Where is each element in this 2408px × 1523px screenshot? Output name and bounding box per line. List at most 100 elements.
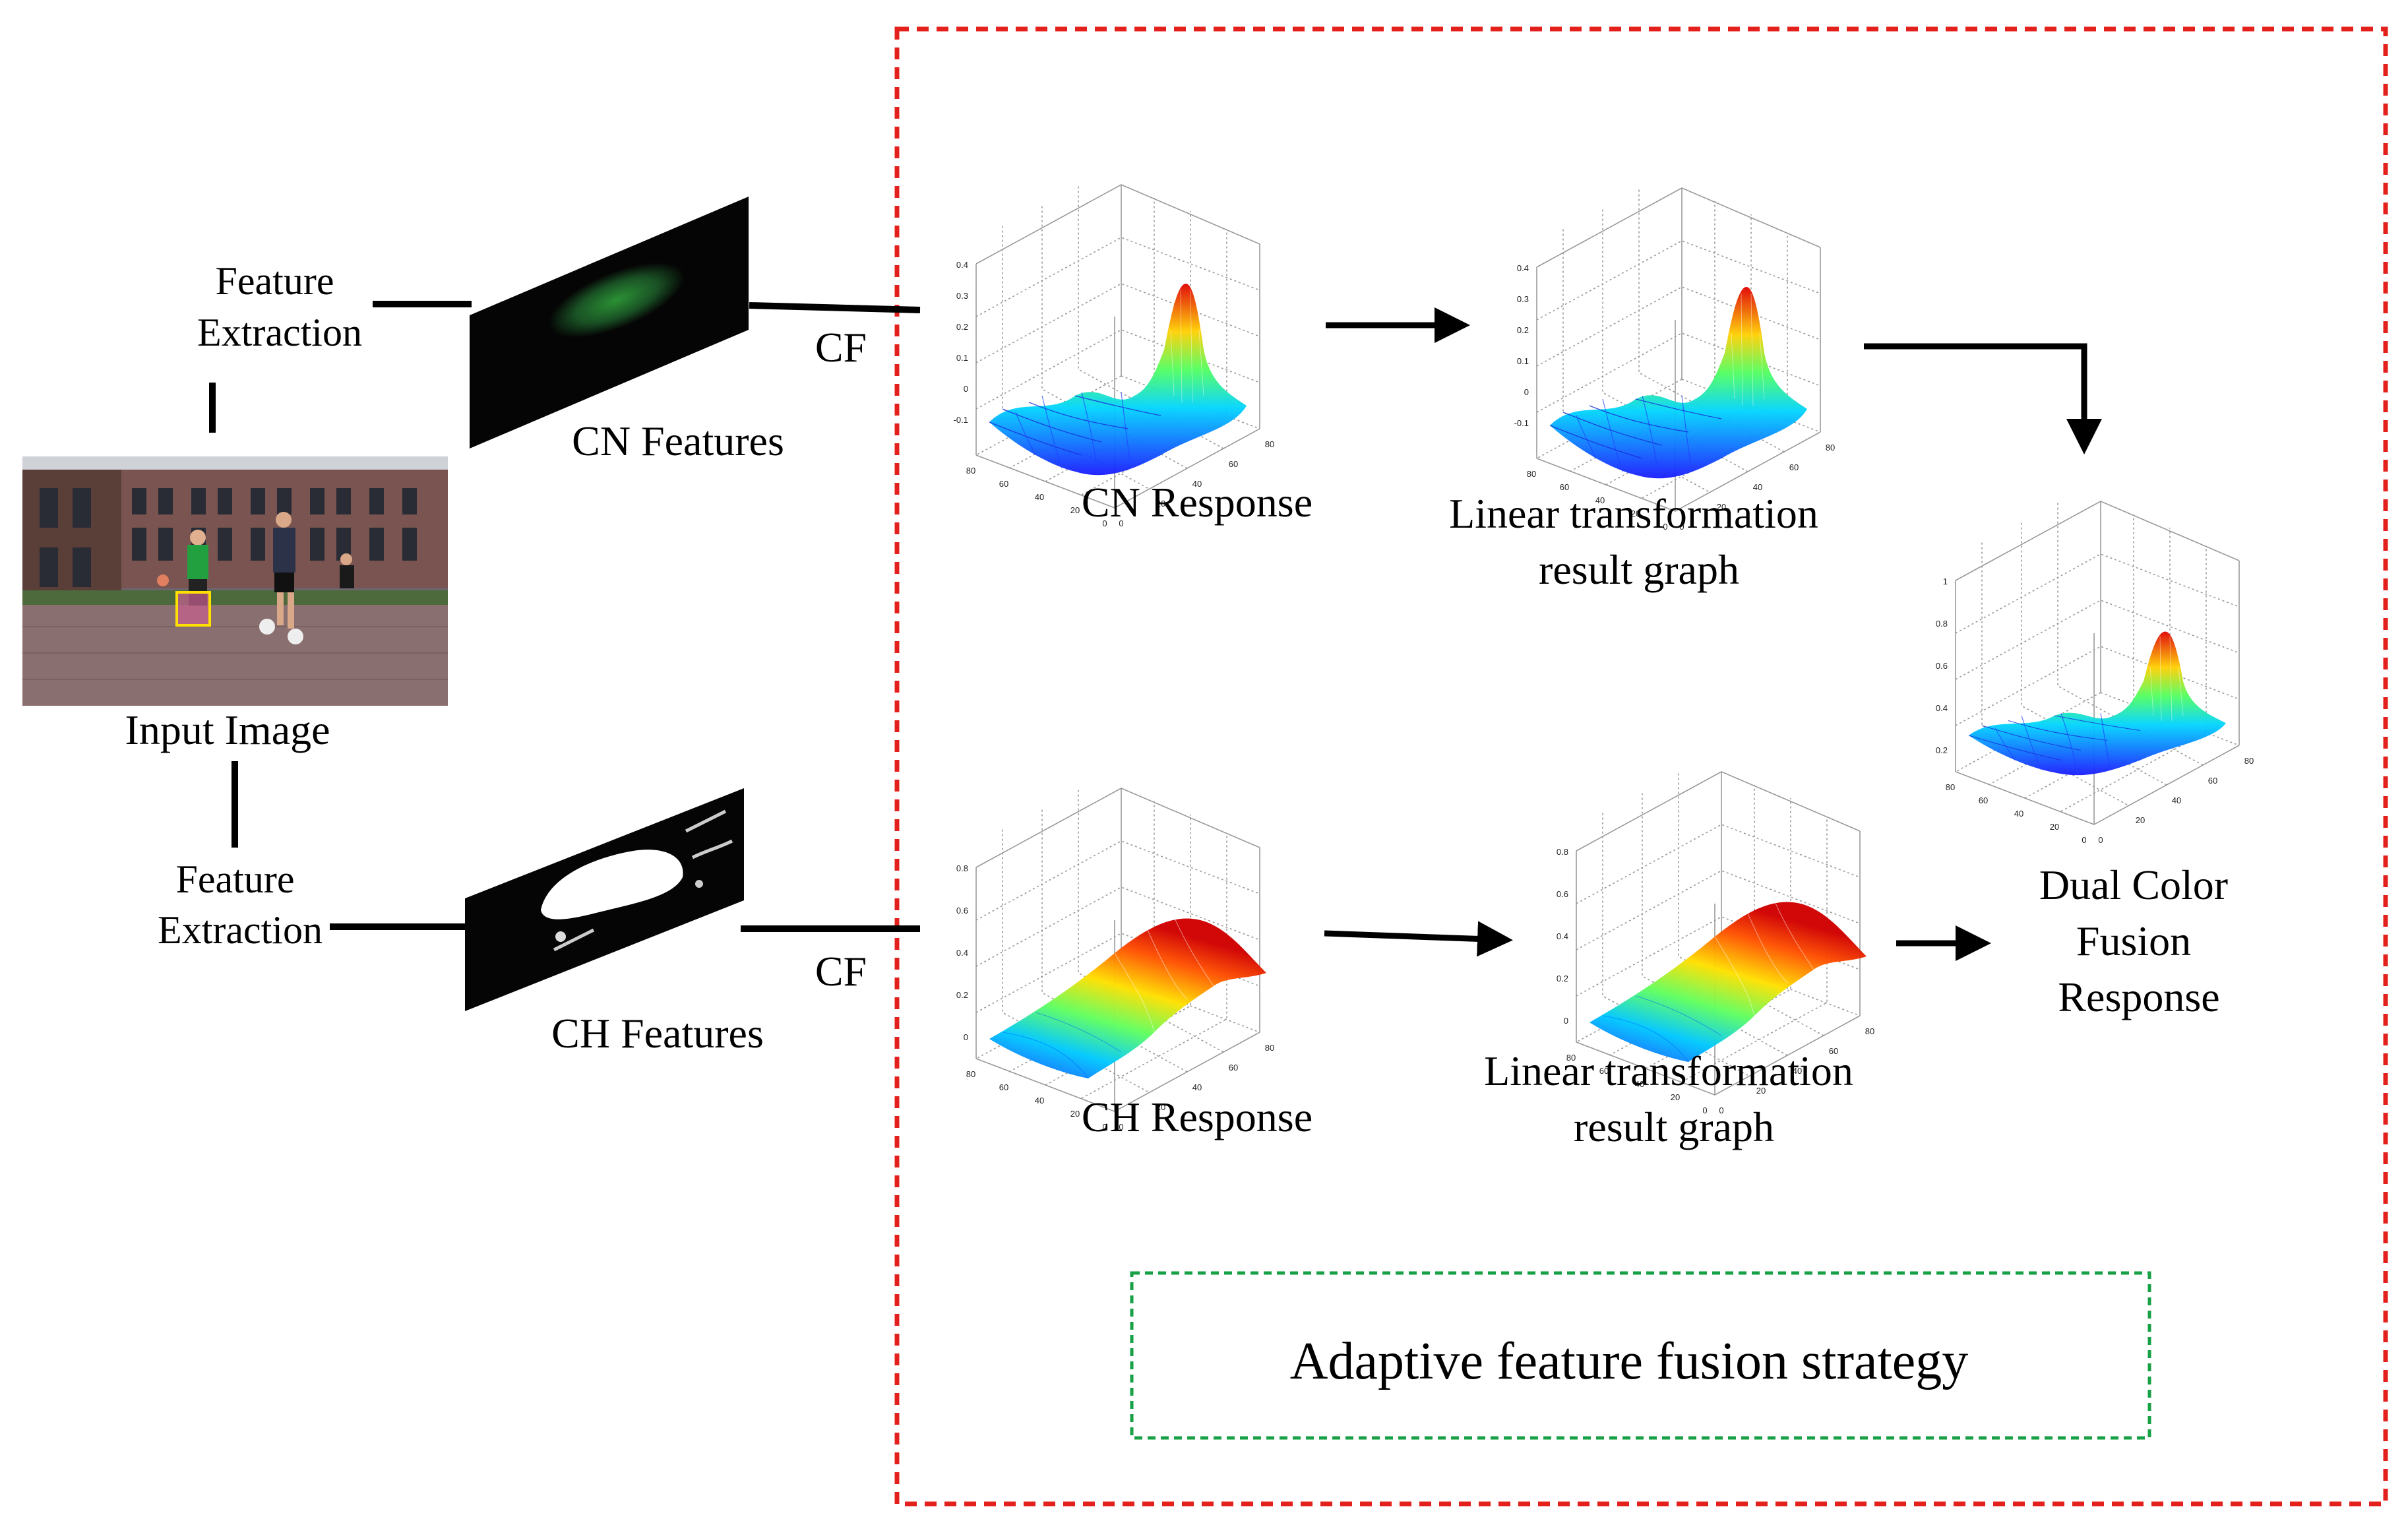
- svg-text:20: 20: [1156, 499, 1165, 509]
- svg-text:40: 40: [1753, 482, 1762, 492]
- svg-text:60: 60: [999, 1082, 1008, 1092]
- svg-text:0: 0: [1102, 518, 1107, 528]
- svg-text:0: 0: [1564, 1016, 1568, 1026]
- feature-extraction-top-label: Feature Extraction: [197, 259, 362, 354]
- svg-text:0.2: 0.2: [1557, 974, 1568, 983]
- svg-text:0.8: 0.8: [1557, 847, 1568, 857]
- svg-text:80: 80: [1265, 439, 1274, 449]
- cn-response-plot: 0.4 0.3 0.2 0.1 0 -0.1 80 60 40 20 0 0 2…: [954, 184, 1274, 528]
- ch-response-plot: 0.8 0.6 0.4 0.2 0 80 60 40 20 0 0 20 40 …: [956, 788, 1274, 1132]
- svg-text:0.2: 0.2: [956, 990, 968, 1000]
- svg-text:60: 60: [1789, 462, 1799, 472]
- svg-text:40: 40: [2172, 795, 2181, 805]
- strategy-region-border: [894, 26, 2388, 1507]
- ch-features-map: [465, 788, 744, 1011]
- svg-text:60: 60: [2208, 776, 2217, 786]
- svg-text:0.2: 0.2: [956, 322, 968, 332]
- svg-text:0: 0: [2098, 835, 2103, 845]
- svg-text:0: 0: [1663, 522, 1667, 532]
- svg-text:40: 40: [1595, 495, 1605, 505]
- svg-text:60: 60: [1979, 795, 1988, 805]
- svg-text:80: 80: [1527, 469, 1536, 479]
- svg-text:1: 1: [1943, 576, 1948, 586]
- svg-text:0.3: 0.3: [956, 291, 968, 301]
- fusion-plot: 1 0.8 0.6 0.4 0.2 80 60 40 20 0 0 20 40 …: [1936, 501, 2254, 845]
- svg-text:40: 40: [1035, 1096, 1044, 1105]
- cn-features-label: CN Features: [572, 418, 784, 464]
- svg-text:40: 40: [1192, 1082, 1202, 1092]
- svg-text:-0.1: -0.1: [954, 415, 968, 425]
- svg-text:0.4: 0.4: [1936, 703, 1948, 713]
- svg-text:0.6: 0.6: [956, 906, 968, 916]
- svg-text:60: 60: [1229, 1063, 1238, 1072]
- svg-text:20: 20: [1717, 502, 1726, 512]
- svg-text:60: 60: [999, 479, 1008, 489]
- svg-text:0: 0: [1119, 518, 1123, 528]
- svg-text:0.4: 0.4: [956, 260, 968, 270]
- svg-text:40: 40: [1192, 479, 1202, 489]
- svg-text:0.3: 0.3: [1517, 294, 1529, 304]
- cn-linear-plot: 0.4 0.3 0.2 0.1 0 -0.1 80 60 40 20 0 0 2…: [1514, 187, 1835, 532]
- svg-text:60: 60: [1229, 459, 1238, 469]
- svg-text:20: 20: [1631, 509, 1640, 518]
- svg-text:20: 20: [2050, 822, 2059, 832]
- svg-text:0.4: 0.4: [1557, 931, 1568, 941]
- cf-bottom-label: CF: [815, 948, 867, 995]
- ch-features-label: CH Features: [551, 1010, 764, 1057]
- svg-text:80: 80: [966, 466, 975, 476]
- svg-text:0: 0: [1679, 522, 1684, 532]
- cf-top-label: CF: [815, 324, 867, 371]
- ch-linear-label: Linear transformation result graph: [1484, 1047, 1864, 1150]
- svg-text:0.1: 0.1: [956, 353, 968, 363]
- svg-text:40: 40: [1035, 492, 1044, 502]
- svg-text:0: 0: [964, 384, 968, 394]
- svg-text:80: 80: [966, 1069, 975, 1079]
- svg-text:60: 60: [1599, 1066, 1609, 1076]
- strategy-caption: Adaptive feature fusion strategy: [1290, 1332, 1969, 1390]
- ch-response-label: CH Response: [1082, 1094, 1312, 1140]
- svg-text:0.8: 0.8: [1936, 619, 1948, 629]
- svg-text:0: 0: [2082, 835, 2086, 845]
- svg-text:60: 60: [1560, 482, 1569, 492]
- svg-text:60: 60: [1829, 1046, 1838, 1056]
- arrow-ch-to-linear: [1324, 921, 1513, 957]
- cn-features-map: [470, 197, 749, 449]
- input-image-label: Input Image: [125, 706, 330, 753]
- svg-text:0.4: 0.4: [956, 948, 968, 958]
- svg-text:-0.1: -0.1: [1514, 418, 1529, 428]
- svg-text:20: 20: [2136, 815, 2145, 825]
- svg-text:80: 80: [2244, 756, 2254, 766]
- strategy-caption-box: [1130, 1271, 2151, 1440]
- svg-text:0: 0: [1119, 1122, 1123, 1132]
- cn-linear-label: Linear transformation result graph: [1449, 490, 1829, 593]
- connector-cn-to-cf: [749, 302, 921, 313]
- svg-text:80: 80: [1566, 1053, 1576, 1063]
- svg-text:0: 0: [1102, 1122, 1107, 1132]
- arrow-linear-to-fusion: [1864, 343, 2102, 454]
- svg-text:40: 40: [1793, 1066, 1802, 1076]
- svg-text:40: 40: [2014, 809, 2023, 819]
- svg-text:0.8: 0.8: [956, 863, 968, 873]
- svg-text:0.6: 0.6: [1557, 889, 1568, 899]
- cn-response-label: CN Response: [1082, 479, 1312, 526]
- svg-text:0: 0: [964, 1032, 968, 1042]
- svg-text:40: 40: [1635, 1079, 1644, 1089]
- svg-text:0.2: 0.2: [1517, 325, 1529, 335]
- feature-extraction-bottom-label: Feature Extraction: [158, 857, 323, 952]
- svg-text:0.4: 0.4: [1517, 263, 1529, 273]
- svg-text:20: 20: [1156, 1102, 1165, 1112]
- svg-text:0.1: 0.1: [1517, 356, 1529, 366]
- svg-text:20: 20: [1756, 1086, 1766, 1096]
- svg-text:20: 20: [1070, 505, 1080, 515]
- ch-linear-plot: 0.8 0.6 0.4 0.2 0 80 60 40 20 0 0 20 40 …: [1557, 771, 1874, 1115]
- svg-text:0.6: 0.6: [1936, 661, 1948, 671]
- svg-text:80: 80: [1826, 443, 1835, 452]
- svg-text:0.2: 0.2: [1936, 745, 1948, 755]
- input-image: [22, 456, 448, 706]
- svg-text:80: 80: [1865, 1026, 1874, 1036]
- svg-text:80: 80: [1265, 1043, 1274, 1053]
- svg-text:20: 20: [1671, 1092, 1680, 1102]
- svg-text:0: 0: [1702, 1105, 1707, 1115]
- svg-text:0: 0: [1719, 1105, 1723, 1115]
